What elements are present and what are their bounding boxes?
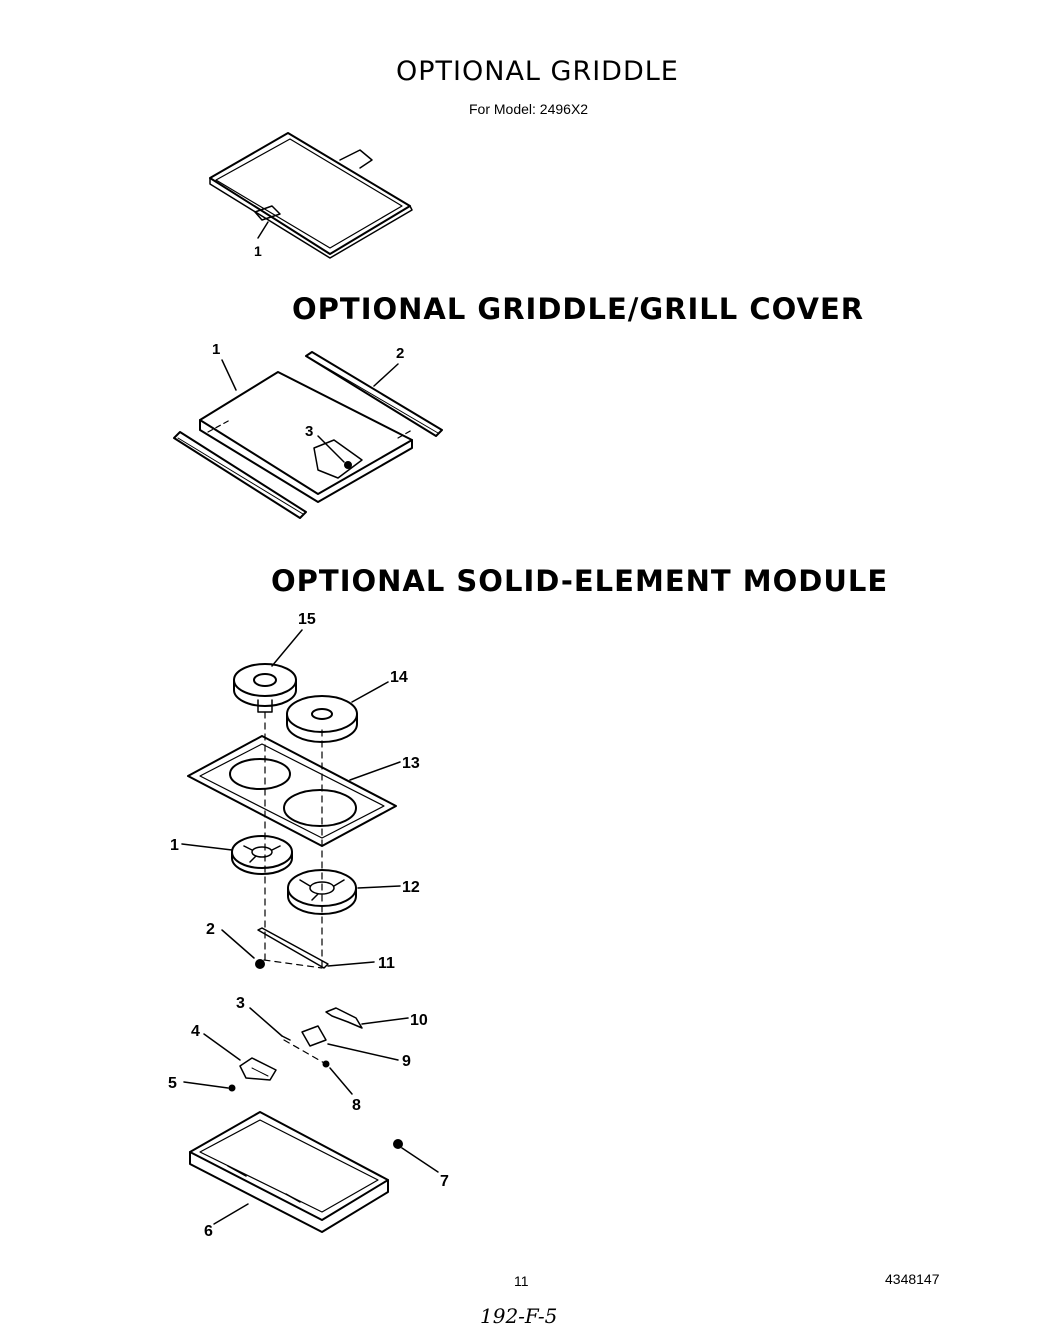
module-box xyxy=(189,1111,403,1233)
griddle-title: OPTIONAL GRIDDLE xyxy=(396,56,679,87)
callout-label: 7 xyxy=(440,1173,449,1190)
cover-rail-back xyxy=(305,351,443,437)
griddle-plate xyxy=(209,132,413,259)
part-number: 4348147 xyxy=(885,1271,940,1287)
callout-label: 4 xyxy=(191,1023,200,1040)
cover-plate xyxy=(199,371,413,503)
callout-label: 14 xyxy=(390,669,408,686)
griddle-model-subtitle: For Model: 2496X2 xyxy=(469,101,589,117)
callout-label: 12 xyxy=(402,879,420,896)
callout-label: 8 xyxy=(352,1097,361,1114)
callout-label: 2 xyxy=(206,921,215,938)
griddle-callout-1: 1 xyxy=(254,221,269,259)
callout-label: 13 xyxy=(402,755,420,772)
support-bracket xyxy=(255,927,329,969)
handwritten-note: 192-F-5 xyxy=(480,1304,558,1328)
callout-label: 1 xyxy=(212,341,220,358)
callout-label: 3 xyxy=(305,423,313,440)
module-callouts: 15 14 13 1 12 2 11 3 10 4 9 5 8 7 6 xyxy=(168,611,449,1240)
callout-label: 1 xyxy=(254,243,262,259)
cover-hidden-lines xyxy=(207,419,413,439)
cover-title: OPTIONAL GRIDDLE/GRILL COVER xyxy=(292,292,865,326)
callout-label: 11 xyxy=(378,955,395,972)
callout-label: 15 xyxy=(298,611,316,628)
small-drip-bowl xyxy=(231,835,293,875)
cover-callouts: 1 2 3 xyxy=(212,341,404,463)
cover-rail-front xyxy=(173,431,307,519)
callout-label: 3 xyxy=(236,995,245,1012)
callout-label: 10 xyxy=(410,1012,428,1029)
element-frame xyxy=(187,735,397,847)
small-parts xyxy=(228,1007,363,1092)
page-number: 11 xyxy=(514,1273,529,1289)
module-title: OPTIONAL SOLID-ELEMENT MODULE xyxy=(271,564,889,598)
small-element xyxy=(233,663,297,713)
callout-label: 5 xyxy=(168,1075,177,1092)
assembly-lines xyxy=(263,711,327,1065)
callout-label: 6 xyxy=(204,1223,213,1240)
callout-label: 1 xyxy=(170,837,179,854)
callout-label: 9 xyxy=(402,1053,411,1070)
callout-label: 2 xyxy=(396,345,404,362)
